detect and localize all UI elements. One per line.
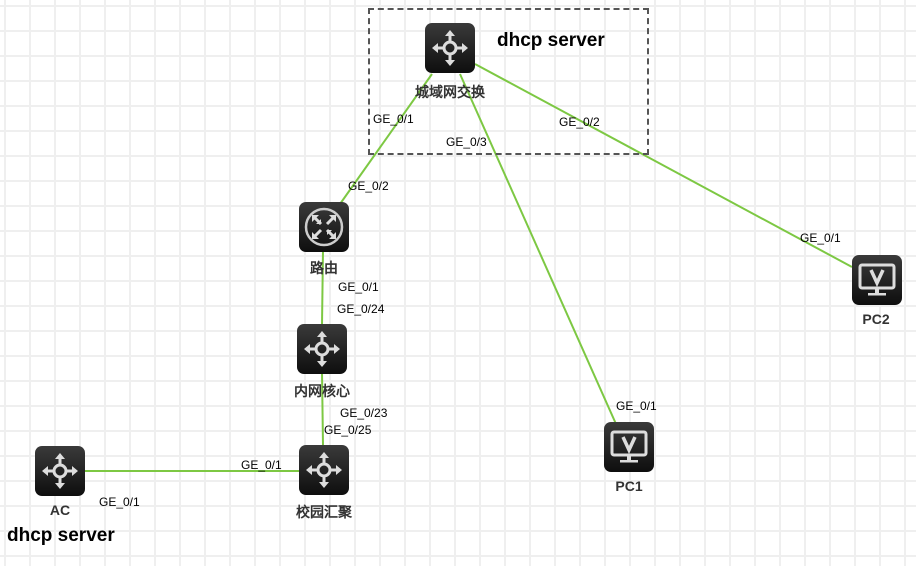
link-metro-pc1 <box>459 73 617 425</box>
port-label: GE_0/1 <box>241 458 282 472</box>
router-icon <box>304 207 344 247</box>
link-core-agg <box>321 371 324 447</box>
link-metro-pc2 <box>474 63 853 268</box>
pc2-node[interactable] <box>852 255 902 305</box>
ac-title: dhcp server <box>7 525 115 546</box>
port-label: GE_0/23 <box>340 406 388 420</box>
ac-node[interactable] <box>35 446 85 496</box>
metro-switch-label: 城域网交换 <box>415 84 485 100</box>
switch-icon <box>432 30 468 66</box>
switch-icon <box>42 453 78 489</box>
group-title: dhcp server <box>497 30 605 51</box>
port-label: GE_0/1 <box>338 280 379 294</box>
ac-label: AC <box>49 502 71 518</box>
port-label: GE_0/2 <box>559 115 600 129</box>
port-label: GE_0/24 <box>337 302 385 316</box>
agg-switch-node[interactable] <box>299 445 349 495</box>
port-label: GE_0/2 <box>348 179 389 193</box>
port-label: GE_0/1 <box>99 495 140 509</box>
link-metro-router <box>339 73 433 205</box>
pc2-label: PC2 <box>862 311 890 327</box>
port-label: GE_0/1 <box>373 112 414 126</box>
router-label: 路由 <box>310 260 338 276</box>
pc1-label: PC1 <box>615 478 643 494</box>
monitor-icon <box>858 263 896 296</box>
link-router-core <box>321 249 324 326</box>
port-label: GE_0/3 <box>446 135 487 149</box>
pc1-node[interactable] <box>604 422 654 472</box>
agg-switch-label: 校园汇聚 <box>296 504 352 520</box>
core-switch-label: 内网核心 <box>294 383 350 399</box>
port-label: GE_0/1 <box>800 231 841 245</box>
port-label: GE_0/1 <box>616 399 657 413</box>
core-switch-node[interactable] <box>297 324 347 374</box>
port-label: GE_0/25 <box>324 423 372 437</box>
metro-switch-node[interactable] <box>425 23 475 73</box>
switch-icon <box>304 331 340 367</box>
dhcp-server-group <box>368 8 649 155</box>
router-node[interactable] <box>299 202 349 252</box>
monitor-icon <box>610 430 648 463</box>
switch-icon <box>306 452 342 488</box>
